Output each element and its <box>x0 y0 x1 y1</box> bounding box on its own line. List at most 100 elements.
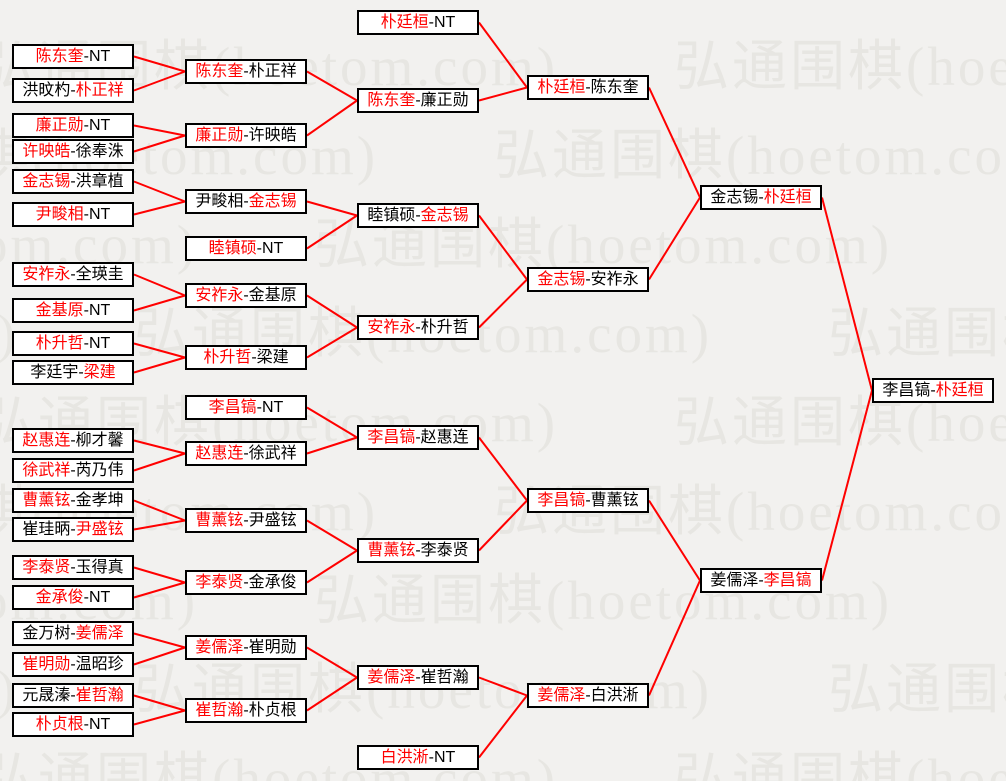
match-box[interactable]: 白洪淅-NT <box>357 745 479 770</box>
match-box[interactable]: 睦镇硕-金志锡 <box>357 203 479 228</box>
player2-name: 朴廷桓 <box>763 188 812 206</box>
match-box[interactable]: 金志锡-安祚永 <box>527 267 649 292</box>
match-box[interactable]: 曹薰铉-尹盛铉 <box>185 508 307 533</box>
match-box[interactable]: 崔哲瀚-朴贞根 <box>185 698 307 723</box>
bracket-connector-line <box>306 200 358 217</box>
match-box[interactable]: 崔珪昞-尹盛铉 <box>12 517 134 542</box>
match-box[interactable]: 李泰贤-金承俊 <box>185 570 307 595</box>
player2-name: 芮乃伟 <box>75 461 124 479</box>
player2-name: 梁建 <box>83 363 116 381</box>
name-separator: - <box>83 715 89 733</box>
player1-name: 陈东奎 <box>195 62 244 80</box>
match-box[interactable]: 尹畯相-NT <box>12 202 134 227</box>
player2-name: 柳才馨 <box>75 431 124 449</box>
name-separator: - <box>415 91 421 109</box>
bracket-connector-line <box>133 694 186 712</box>
match-box[interactable]: 姜儒泽-白洪淅 <box>527 683 649 708</box>
player2-name: 梁建 <box>256 348 289 366</box>
name-separator: - <box>70 142 76 160</box>
match-box[interactable]: 赵惠连-徐武祥 <box>185 441 307 466</box>
player1-name: 尹畯相 <box>195 192 244 210</box>
player1-name: 朴升哲 <box>35 334 84 352</box>
match-box[interactable]: 姜儒泽-崔哲瀚 <box>357 665 479 690</box>
name-separator: - <box>83 205 89 223</box>
match-box[interactable]: 金万树-姜儒泽 <box>12 621 134 646</box>
match-box[interactable]: 陈东奎-朴正祥 <box>185 59 307 84</box>
player1-name: 朴升哲 <box>203 348 252 366</box>
match-box[interactable]: 尹畯相-金志锡 <box>185 189 307 214</box>
player1-name: 曹薰铉 <box>22 491 71 509</box>
match-box[interactable]: 朴廷桓-陈东奎 <box>527 75 649 100</box>
match-box[interactable]: 李廷宇-梁建 <box>12 360 134 385</box>
match-box[interactable]: 许映皓-徐奉洙 <box>12 139 134 164</box>
bracket-connector-line <box>133 519 186 531</box>
match-box[interactable]: 曹薰铉-李泰贤 <box>357 538 479 563</box>
name-separator: - <box>930 381 936 399</box>
match-box[interactable]: 金志锡-朴廷桓 <box>700 185 822 210</box>
bracket-connector-line <box>133 452 186 472</box>
player2-name: 金承俊 <box>248 573 297 591</box>
player1-name: 尹畯相 <box>35 205 84 223</box>
name-separator: - <box>70 461 76 479</box>
bracket-connector-line <box>133 581 186 599</box>
name-separator: - <box>83 588 89 606</box>
name-separator: - <box>70 686 76 704</box>
player1-name: 金基原 <box>35 301 84 319</box>
player2-name: 玉得真 <box>75 558 124 576</box>
name-separator: - <box>585 491 591 509</box>
match-box[interactable]: 姜儒泽-李昌镐 <box>700 568 822 593</box>
match-box[interactable]: 陈东奎-NT <box>12 44 134 69</box>
match-box[interactable]: 洪旼杓-朴正祥 <box>12 78 134 103</box>
bracket-connector-line <box>648 196 701 281</box>
player1-name: 金承俊 <box>35 588 84 606</box>
name-separator: - <box>83 116 89 134</box>
match-box[interactable]: 金基原-NT <box>12 298 134 323</box>
name-separator: - <box>415 206 421 224</box>
player2-name: NT <box>89 116 111 134</box>
player1-name: 安祚永 <box>367 318 416 336</box>
name-separator: - <box>70 265 76 283</box>
player2-name: 崔哲瀚 <box>75 686 124 704</box>
match-box[interactable]: 李昌镐-赵惠连 <box>357 425 479 450</box>
name-separator: - <box>70 491 76 509</box>
match-box[interactable]: 李昌镐-NT <box>185 395 307 420</box>
player1-name: 李廷宇 <box>30 363 79 381</box>
match-box[interactable]: 李昌镐-朴廷桓 <box>872 378 994 403</box>
player2-name: 许映皓 <box>248 126 297 144</box>
match-box[interactable]: 李昌镐-曹薰铉 <box>527 488 649 513</box>
match-box[interactable]: 金承俊-NT <box>12 585 134 610</box>
name-separator: - <box>415 541 421 559</box>
match-box[interactable]: 安祚永-全瑛圭 <box>12 262 134 287</box>
player2-name: 金志锡 <box>420 206 469 224</box>
player1-name: 徐武祥 <box>22 461 71 479</box>
player1-name: 许映皓 <box>22 142 71 160</box>
match-box[interactable]: 睦镇硕-NT <box>185 236 307 261</box>
match-box[interactable]: 曹薰铉-金孝坤 <box>12 488 134 513</box>
player2-name: 全瑛圭 <box>75 265 124 283</box>
name-separator: - <box>83 334 89 352</box>
match-box[interactable]: 金志锡-洪章植 <box>12 169 134 194</box>
match-box[interactable]: 廉正勋-NT <box>12 113 134 138</box>
match-box[interactable]: 朴廷桓-NT <box>357 10 479 35</box>
player1-name: 安祚永 <box>22 265 71 283</box>
match-box[interactable]: 姜儒泽-崔明勋 <box>185 635 307 660</box>
match-box[interactable]: 朴升哲-NT <box>12 331 134 356</box>
player2-name: 朴贞根 <box>248 701 297 719</box>
match-box[interactable]: 朴贞根-NT <box>12 712 134 737</box>
match-box[interactable]: 朴升哲-梁建 <box>185 345 307 370</box>
match-box[interactable]: 赵惠连-柳才馨 <box>12 428 134 453</box>
bracket-connector-line <box>133 499 186 522</box>
match-box[interactable]: 廉正勋-许映皓 <box>185 123 307 148</box>
match-box[interactable]: 李泰贤-玉得真 <box>12 555 134 580</box>
player1-name: 元晟溱 <box>22 686 71 704</box>
name-separator: - <box>78 363 84 381</box>
match-box[interactable]: 元晟溱-崔哲瀚 <box>12 683 134 708</box>
player1-name: 李泰贤 <box>22 558 71 576</box>
player1-name: 廉正勋 <box>35 116 84 134</box>
match-box[interactable]: 徐武祥-芮乃伟 <box>12 458 134 483</box>
match-box[interactable]: 崔明勋-温昭珍 <box>12 652 134 677</box>
match-box[interactable]: 安祚永-朴升哲 <box>357 315 479 340</box>
match-box[interactable]: 安祚永-金基原 <box>185 283 307 308</box>
match-box[interactable]: 陈东奎-廉正勋 <box>357 88 479 113</box>
